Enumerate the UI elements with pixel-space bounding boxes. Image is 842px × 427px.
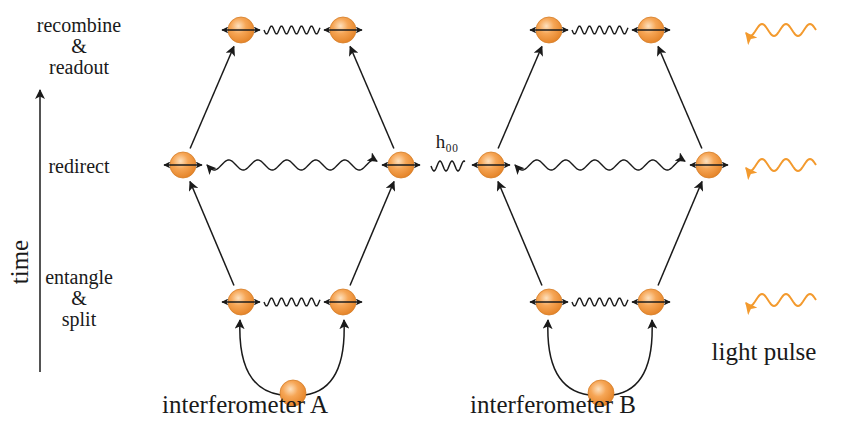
spin-arrow (164, 164, 202, 165)
spin-arrow (324, 301, 362, 302)
label-line: readout (37, 57, 121, 78)
light-pulse (746, 24, 816, 36)
spin-arrow (530, 301, 568, 302)
path-arrow (190, 47, 234, 149)
interferometer-label: interferometer B (470, 392, 636, 418)
label-line: split (45, 309, 113, 330)
wave-label: h₀₀ (436, 132, 459, 152)
spin-arrow (632, 301, 670, 302)
spin-arrow (222, 301, 260, 302)
spin-arrow (222, 29, 260, 30)
spin-arrow (324, 29, 362, 30)
interaction-wave (207, 160, 377, 170)
stage-label: entangle & split (45, 267, 113, 330)
path-arrow (350, 182, 394, 286)
interaction-wave (572, 298, 628, 306)
stage-label: redirect (48, 156, 109, 177)
interaction-wave (572, 26, 628, 34)
label-line: recombine (37, 15, 121, 36)
split-arrow (305, 320, 344, 395)
stage-label: recombine & readout (37, 15, 121, 78)
spin-arrow (632, 29, 670, 30)
split-arrow (548, 320, 589, 395)
time-arrow (39, 90, 41, 372)
label-line: & (37, 36, 121, 57)
interferometer-label: interferometer A (162, 392, 328, 418)
interaction-wave (515, 160, 685, 170)
path-arrow (658, 47, 702, 149)
label-line: & (45, 288, 113, 309)
path-arrow (350, 47, 394, 149)
gravitational-wave (431, 161, 465, 171)
pulse-label: light pulse (712, 339, 817, 365)
split-arrow (613, 320, 652, 395)
light-pulse (746, 159, 816, 171)
spin-arrow (530, 29, 568, 30)
path-arrow (498, 182, 542, 286)
path-arrow (190, 182, 234, 286)
spin-arrow (382, 164, 420, 165)
path-arrow (658, 182, 702, 286)
interaction-wave (264, 298, 320, 306)
spin-arrow (690, 164, 728, 165)
label-line: entangle (45, 267, 113, 288)
path-arrow (498, 47, 542, 149)
split-arrow (240, 320, 281, 395)
interaction-wave (264, 26, 320, 34)
axis-label: time (7, 240, 33, 284)
spin-arrow (472, 164, 510, 165)
light-pulse (746, 294, 816, 306)
